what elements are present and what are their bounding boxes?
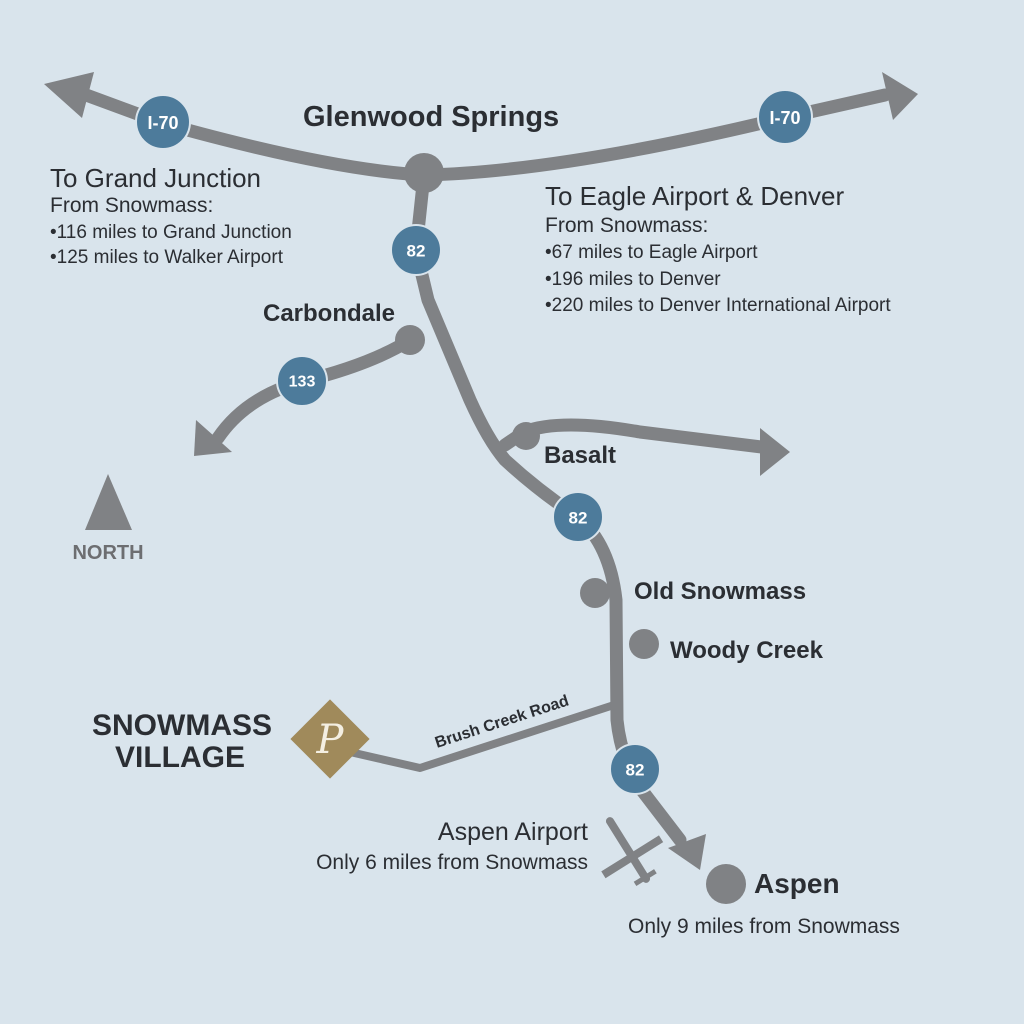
aspen-label: Aspen — [754, 868, 840, 899]
basalt-label: Basalt — [544, 442, 616, 469]
west-info-subtitle: From Snowmass: — [50, 194, 213, 217]
aspen-marker[interactable] — [706, 864, 746, 904]
i70-east-road — [417, 88, 892, 182]
i70-west-arrowhead — [44, 72, 94, 118]
glenwood-springs-label: Glenwood Springs — [303, 101, 559, 133]
resort-logo-letter: P — [316, 717, 345, 763]
carbondale-marker[interactable] — [395, 325, 425, 355]
hwy82-north-label: 82 — [407, 242, 426, 261]
hwy82-mid-shield[interactable]: 82 — [552, 491, 604, 543]
hwy82-north-shield[interactable]: 82 — [390, 224, 442, 276]
i70-east-arrowhead — [882, 72, 918, 120]
aspen-distance-note: Only 9 miles from Snowmass — [628, 915, 900, 938]
snowmass-village-label-line2: VILLAGE — [115, 741, 245, 774]
hwy82-south-label: 82 — [626, 761, 645, 780]
hwy82-south-shield[interactable]: 82 — [609, 743, 661, 795]
west-info-line: •125 miles to Walker Airport — [50, 247, 284, 268]
i70-west-label: I-70 — [147, 113, 178, 133]
east-info-block: To Eagle Airport & Denver From Snowmass:… — [545, 181, 891, 316]
east-info-line: •67 miles to Eagle Airport — [545, 242, 758, 263]
aspen-airport-label: Aspen Airport — [438, 818, 588, 846]
brush-creek-road — [346, 700, 621, 772]
glenwood-springs-marker[interactable] — [404, 153, 444, 193]
snowmass-village-label-line1: SNOWMASS — [92, 709, 272, 742]
i70-east-label: I-70 — [769, 108, 800, 128]
hwy133-arrowhead — [194, 420, 232, 456]
highway-shields: I-70 I-70 82 133 82 82 — [135, 89, 813, 795]
basalt-east-arrowhead — [760, 428, 790, 476]
east-info-subtitle: From Snowmass: — [545, 214, 708, 237]
hwy82-south-arrowhead — [668, 834, 706, 870]
east-info-line: •220 miles to Denver International Airpo… — [545, 295, 891, 316]
hwy133-shield[interactable]: 133 — [276, 355, 328, 407]
i70-east-shield[interactable]: I-70 — [757, 89, 813, 145]
i70-west-shield[interactable]: I-70 — [135, 94, 191, 150]
woody-creek-label: Woody Creek — [670, 637, 824, 664]
town-markers — [395, 153, 746, 904]
old-snowmass-label: Old Snowmass — [634, 578, 806, 605]
north-arrow-icon: NORTH — [72, 474, 144, 564]
old-snowmass-marker[interactable] — [580, 578, 610, 608]
resort-logo-icon[interactable]: P — [290, 699, 370, 779]
west-info-line: •116 miles to Grand Junction — [50, 222, 292, 243]
east-info-line: •196 miles to Denver — [545, 269, 721, 290]
woody-creek-marker[interactable] — [629, 629, 659, 659]
basalt-marker[interactable] — [512, 422, 540, 450]
north-label: NORTH — [72, 542, 143, 564]
east-info-title: To Eagle Airport & Denver — [545, 181, 844, 211]
west-info-title: To Grand Junction — [50, 163, 261, 193]
carbondale-label: Carbondale — [263, 300, 395, 327]
west-info-block: To Grand Junction From Snowmass: •116 mi… — [50, 163, 292, 268]
hwy82-mid-label: 82 — [569, 509, 588, 528]
place-labels: Glenwood Springs Carbondale Basalt Old S… — [92, 101, 840, 899]
hwy133-label: 133 — [289, 374, 316, 391]
aspen-airport-distance: Only 6 miles from Snowmass — [316, 851, 588, 874]
airplane-icon — [601, 817, 664, 887]
